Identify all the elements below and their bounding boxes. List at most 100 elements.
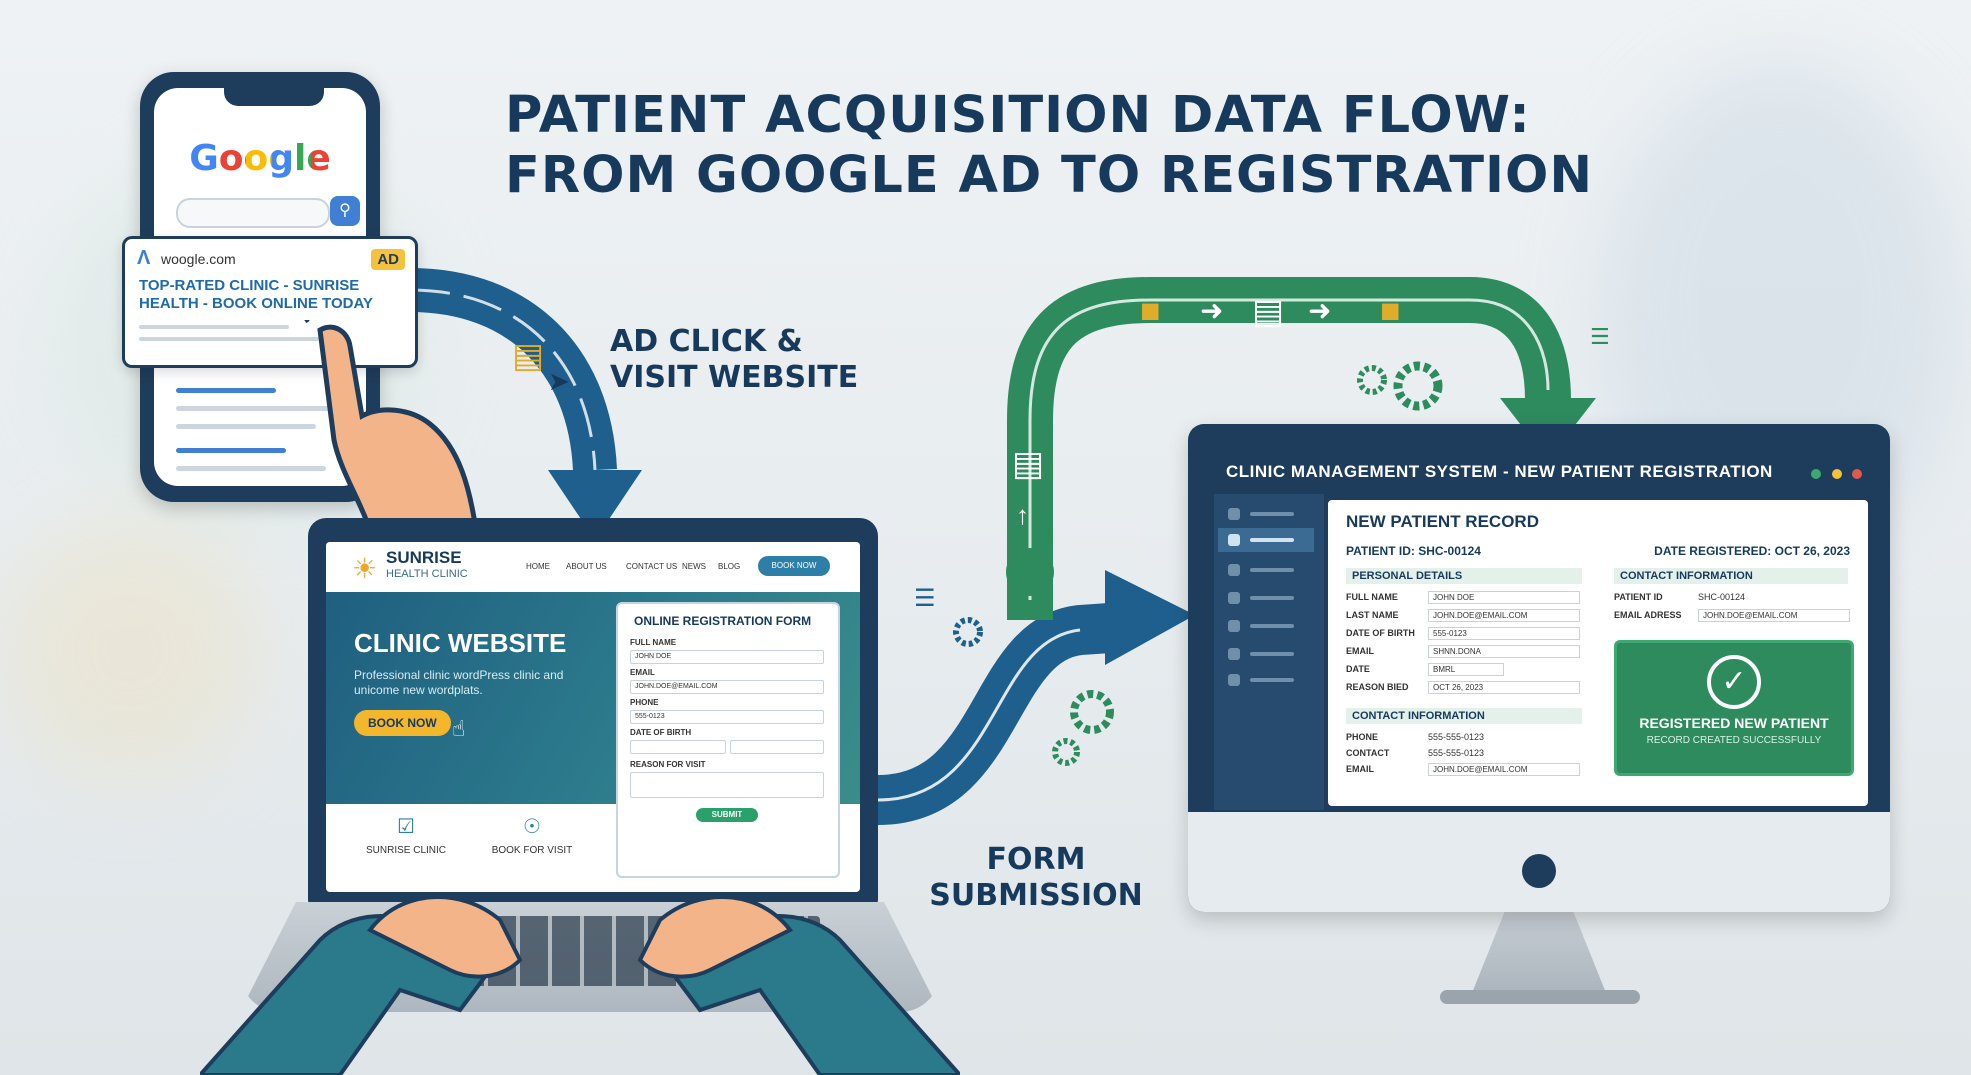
date-registered: DATE REGISTERED: OCT 26, 2023 [1654, 544, 1850, 558]
form-title: ONLINE REGISTRATION FORM [634, 614, 812, 628]
last-name-field[interactable]: JOHN.DOE@EMAIL.COM [1428, 609, 1580, 622]
field-label: DATE [1346, 664, 1370, 674]
checkmark-icon: ✓ [1707, 655, 1761, 709]
clinic-website: ☀ SUNRISE HEALTH CLINIC HOME ABOUT US CO… [326, 542, 860, 892]
window-title: CLINIC MANAGEMENT SYSTEM - NEW PATIENT R… [1226, 462, 1773, 481]
field-label: DATE OF BIRTH [1346, 628, 1415, 638]
sun-logo-icon: ☀ [352, 553, 378, 584]
arrow-up-icon: ↑ [1016, 500, 1029, 530]
laptop: ☀ SUNRISE HEALTH CLINIC HOME ABOUT US CO… [308, 518, 878, 906]
step-label-form-submission: FORM SUBMISSION [929, 842, 1143, 913]
hero-subtitle: Professional clinic wordPress clinic and… [354, 668, 564, 697]
window-controls [1805, 466, 1862, 484]
search-input[interactable] [176, 198, 330, 228]
field-label: CONTACT [1346, 748, 1390, 758]
sidebar-item-calls[interactable] [1228, 592, 1308, 604]
dob-field[interactable]: 555-0123 [1428, 627, 1580, 640]
contact-value: 555-555-0123 [1428, 748, 1485, 758]
field-label: REASON BIED [1346, 682, 1409, 692]
cursor-icon: ☝ [452, 716, 466, 741]
dob-select[interactable] [630, 740, 726, 754]
submit-button[interactable]: SUBMIT [696, 808, 758, 822]
cursor-icon: ➤ [548, 366, 570, 396]
contact-info-heading-right: CONTACT INFORMATION [1614, 568, 1848, 584]
sidebar-item-appointments[interactable] [1228, 564, 1308, 576]
nav-about[interactable]: ABOUT US [566, 562, 607, 571]
calendar-check-icon: ☑ [397, 816, 415, 838]
phone-input[interactable]: 555-0123 [630, 710, 824, 724]
patient-id-value: SHC-00124 [1698, 592, 1746, 602]
field-label: PATIENT ID [1614, 592, 1663, 602]
search-button[interactable]: ⚲ [330, 196, 360, 226]
ads-logo-icon: Λ [137, 247, 151, 269]
phone-notch [224, 88, 324, 106]
data-list-icon: ☰ [1590, 324, 1610, 349]
page-title: PATIENT ACQUISITION DATA FLOW: FROM GOOG… [505, 86, 1594, 205]
feature-book-for-visit[interactable]: ☉ BOOK FOR VISIT [472, 814, 592, 856]
dob-select-secondary[interactable] [730, 740, 824, 754]
ad-headline[interactable]: TOP-RATED CLINIC - SUNRISE HEALTH - BOOK… [139, 277, 373, 312]
success-title: REGISTERED NEW PATIENT [1639, 715, 1829, 731]
nav-blog[interactable]: BLOG [718, 562, 741, 571]
sidebar-item-reports[interactable] [1228, 648, 1308, 660]
sidebar-item-settings[interactable] [1228, 674, 1308, 686]
full-name-field[interactable]: JOHN DOE [1428, 591, 1580, 604]
document-icon: ▤ [512, 337, 545, 375]
google-ad-card[interactable]: Λ woogle.com AD TOP-RATED CLINIC - SUNRI… [122, 236, 418, 368]
window-minimize-button[interactable] [1811, 469, 1822, 479]
website-nav: ☀ SUNRISE HEALTH CLINIC HOME ABOUT US CO… [326, 542, 860, 593]
nav-home[interactable]: HOME [526, 562, 550, 571]
field-label: PHONE [630, 698, 659, 707]
reason-input[interactable] [630, 772, 824, 798]
sidebar-item-messages[interactable] [1228, 620, 1308, 632]
online-registration-form: ONLINE REGISTRATION FORM FULL NAME JOHN … [616, 602, 840, 878]
nav-book-now-button[interactable]: BOOK NOW [758, 556, 830, 576]
field-label: PHONE [1346, 732, 1379, 742]
step-label-ad-click: AD CLICK & VISIT WEBSITE [610, 324, 859, 395]
search-engine-logo: Google [189, 138, 331, 179]
document-icon: ▤ [1012, 445, 1045, 483]
reason-select[interactable]: OCT 26, 2023 [1428, 681, 1580, 694]
email-field[interactable]: SHNN.DONA [1428, 645, 1580, 658]
email-input[interactable]: JOHN.DOE@EMAIL.COM [630, 680, 824, 694]
ad-domain: woogle.com [161, 251, 236, 267]
new-patient-record: NEW PATIENT RECORD PATIENT ID: SHC-00124… [1328, 500, 1868, 806]
patient-id: PATIENT ID: SHC-00124 [1346, 544, 1481, 558]
window-close-button[interactable] [1852, 469, 1862, 479]
typing-hands-icon [200, 895, 960, 1075]
ad-badge: AD [371, 249, 405, 270]
field-label: EMAIL [1346, 764, 1374, 774]
full-name-input[interactable]: JOHN DOE [630, 650, 824, 664]
contact-info-heading-left: CONTACT INFORMATION [1346, 708, 1582, 724]
folder-icon: ■ [1140, 292, 1161, 330]
feature-sunrise-clinic[interactable]: ☑ SUNRISE CLINIC [346, 814, 466, 856]
phone-value: 555-555-0123 [1428, 732, 1485, 742]
hero-book-now-button[interactable]: BOOK NOW [354, 710, 451, 736]
nav-news[interactable]: NEWS [682, 562, 706, 571]
email-address-field[interactable]: JOHN.DOE@EMAIL.COM [1698, 609, 1850, 622]
monitor-foot [1440, 990, 1640, 1004]
sidebar-item-patients[interactable] [1218, 528, 1314, 552]
field-label: EMAIL [1346, 646, 1374, 656]
desktop-monitor: CLINIC MANAGEMENT SYSTEM - NEW PATIENT R… [1188, 424, 1890, 912]
contact-email-field[interactable]: JOHN.DOE@EMAIL.COM [1428, 763, 1580, 776]
arrow-right-icon: ➜ [1200, 295, 1224, 326]
personal-details-heading: PERSONAL DETAILS [1346, 568, 1582, 584]
date-select[interactable]: BMRL [1428, 663, 1504, 676]
globe-icon: ☉ [523, 816, 541, 838]
field-label: EMAIL ADRESS [1614, 610, 1682, 620]
power-button[interactable] [1522, 854, 1556, 888]
window-maximize-button[interactable] [1831, 469, 1842, 479]
folder-icon: ■ [1380, 292, 1401, 330]
sidebar-item-dashboard[interactable] [1228, 508, 1308, 520]
website-logo[interactable]: SUNRISE HEALTH CLINIC [386, 548, 468, 580]
search-icon: ⚲ [339, 202, 351, 219]
success-subtitle: RECORD CREATED SUCCESSFULLY [1646, 735, 1822, 746]
sliders-icon: ☰ [914, 585, 936, 612]
system-sidebar [1214, 494, 1324, 810]
nav-contact[interactable]: CONTACT US [626, 562, 678, 571]
field-label: FULL NAME [630, 638, 677, 647]
field-label: FULL NAME [1346, 592, 1398, 602]
field-label: LAST NAME [1346, 610, 1399, 620]
